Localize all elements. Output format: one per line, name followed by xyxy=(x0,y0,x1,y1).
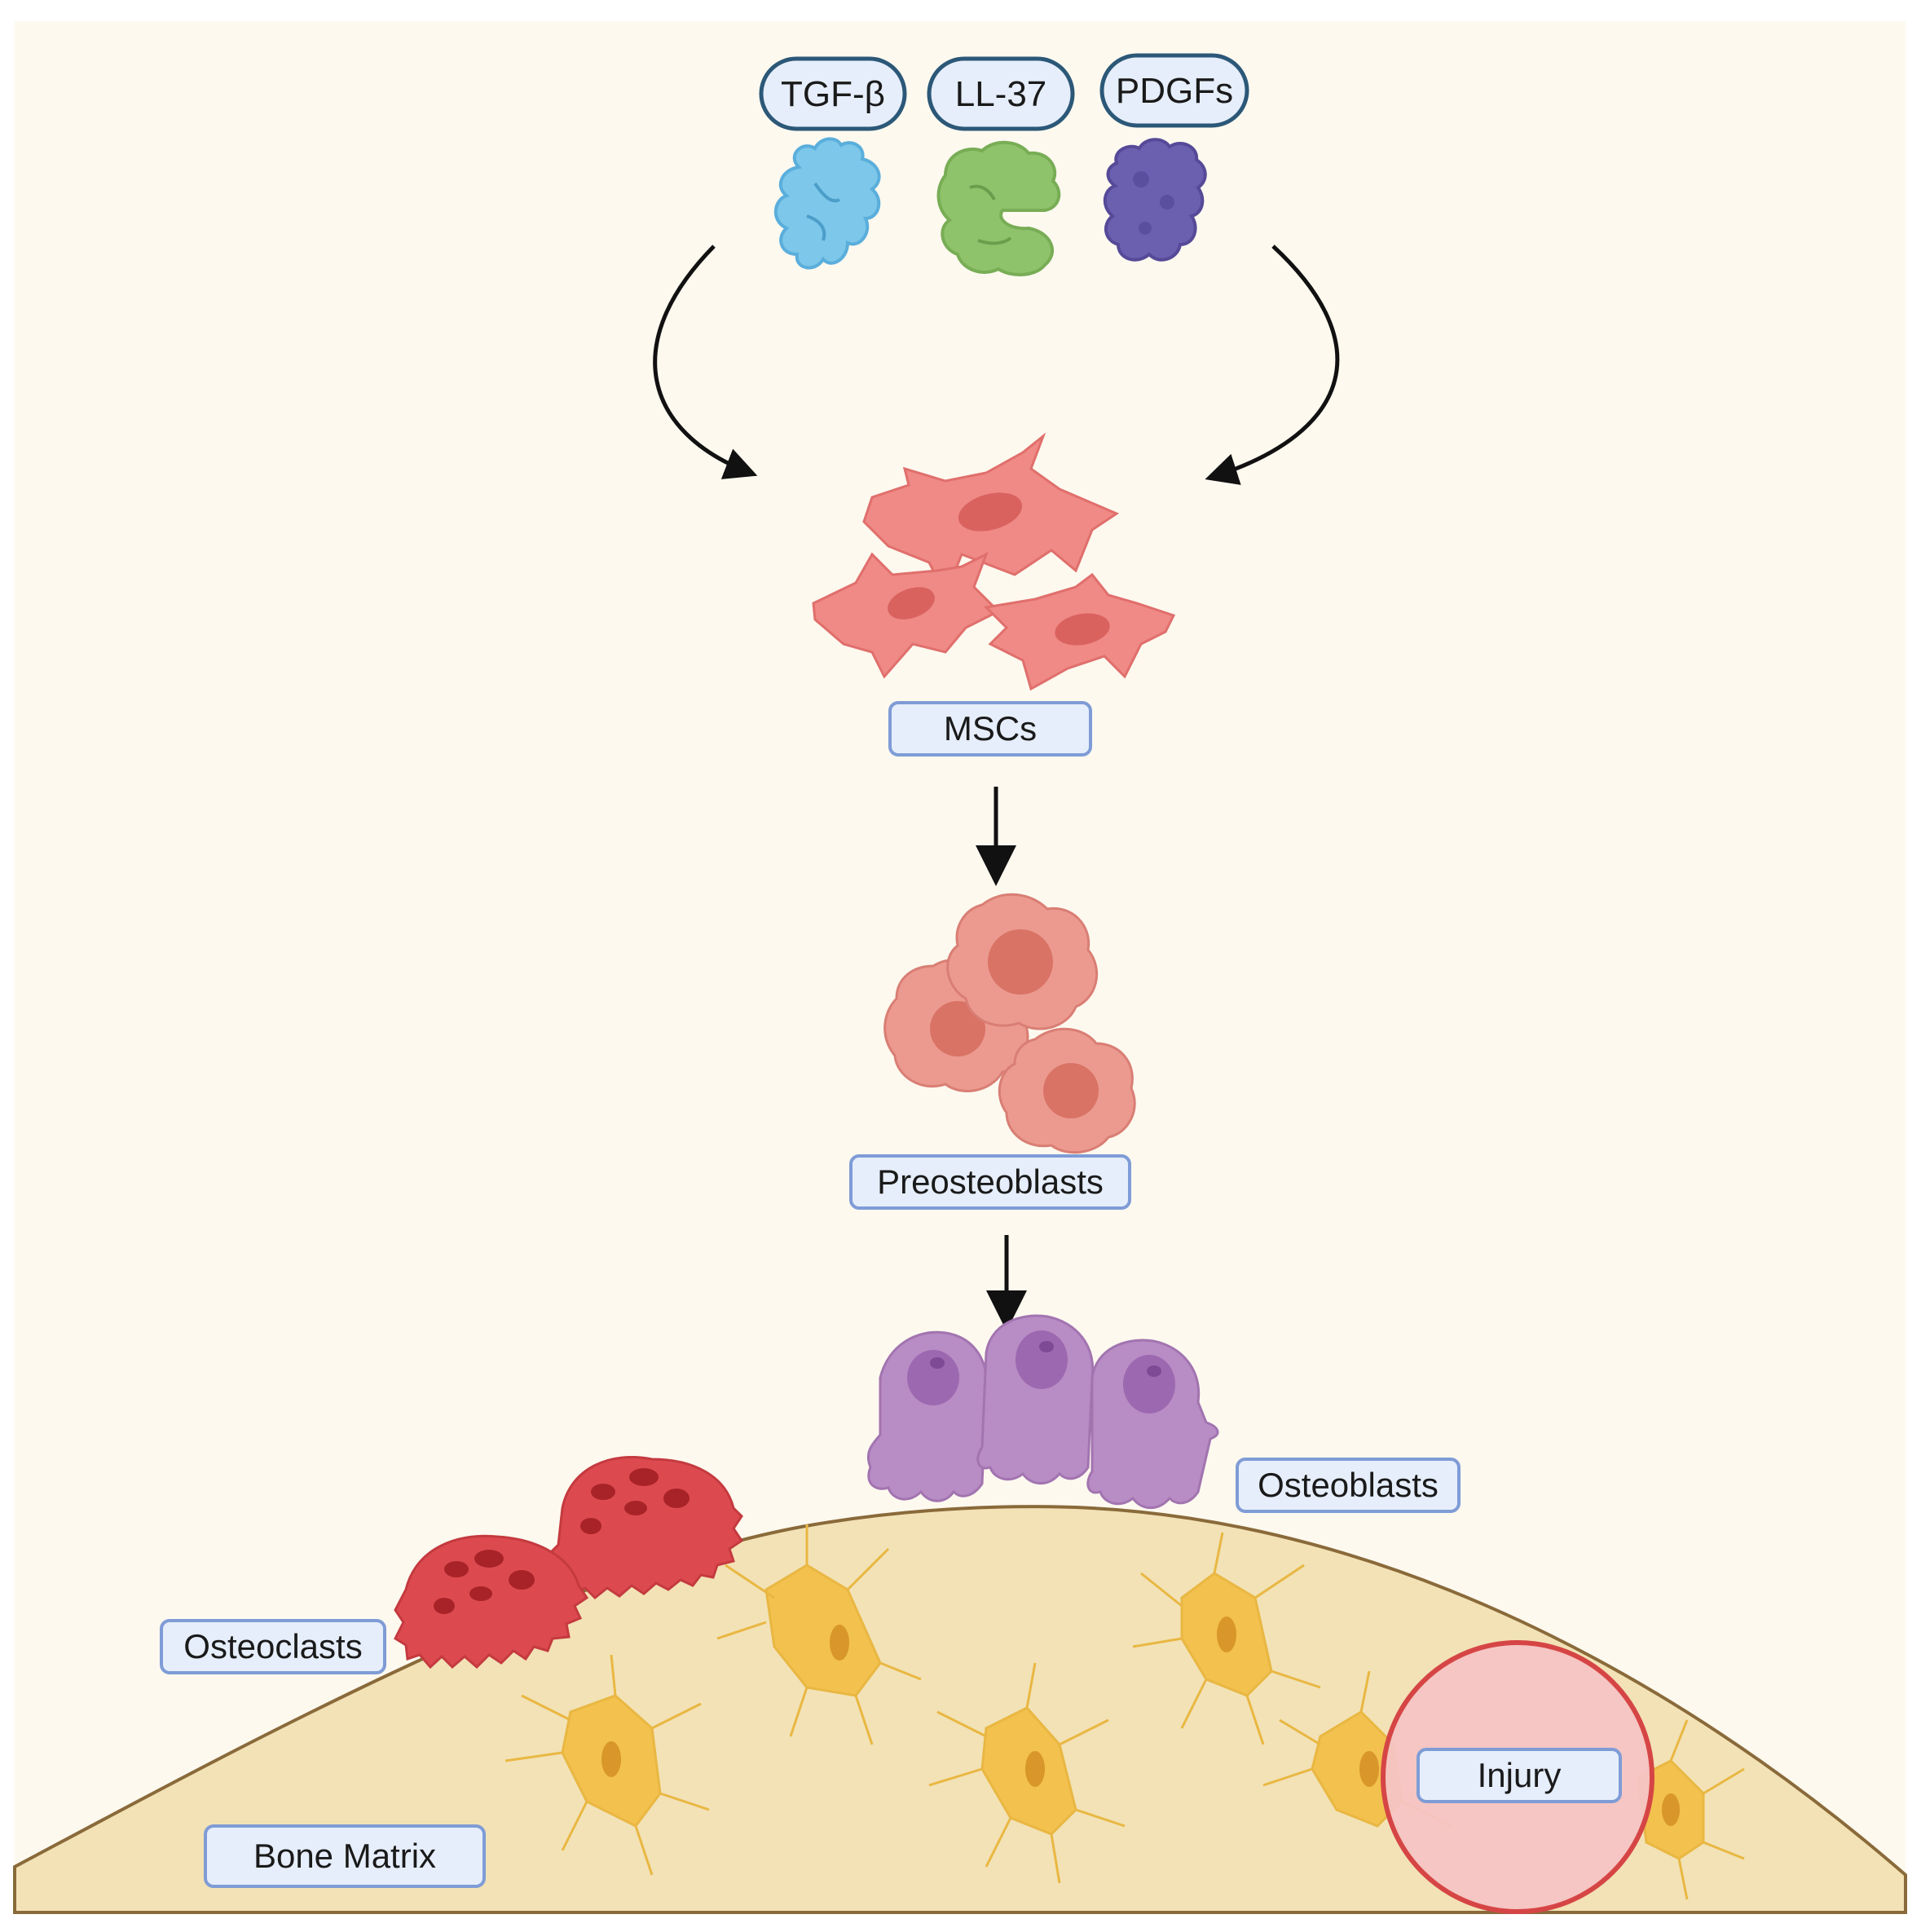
factor-ll-37: LL-37 xyxy=(927,56,1075,131)
osteocyte-cells xyxy=(504,1524,1745,1900)
osteoclast-cell-left xyxy=(394,1534,589,1670)
osteoclasts-cell-cluster xyxy=(394,1456,744,1670)
factor-pdgfs: PDGFs xyxy=(1099,53,1249,128)
pdgfs-protein-icon xyxy=(1103,138,1207,262)
preosteoblasts-cell-cluster xyxy=(883,893,1136,1154)
osteoblasts-label-box: Osteoblasts xyxy=(1236,1458,1461,1513)
osteoblast-cell-3 xyxy=(1086,1339,1219,1510)
osteocyte-2 xyxy=(504,1654,710,1876)
factor-pdgfs-pill xyxy=(1099,53,1249,128)
osteocyte-3 xyxy=(928,1662,1126,1884)
factor-ll-37-pill xyxy=(927,56,1075,131)
arrow-factors-to-mscs-right xyxy=(1205,245,1340,485)
injury-label: Injury xyxy=(1478,1756,1562,1794)
mscs-label: MSCs xyxy=(944,709,1037,748)
tgf-beta-protein-icon xyxy=(773,137,881,270)
factor-pdgfs-label: PDGFs xyxy=(1116,71,1233,111)
preosteoblasts-label: Preosteoblasts xyxy=(877,1162,1104,1201)
bone-matrix-label-box: Bone Matrix xyxy=(204,1824,486,1888)
injury-label-box xyxy=(1417,1748,1622,1803)
factor-tgf-beta-label: TGF-β xyxy=(781,74,885,114)
injury-site: Injury xyxy=(1381,1640,1654,1914)
osteoclasts-label: Osteoclasts xyxy=(183,1627,362,1665)
osteocyte-5 xyxy=(1262,1670,1452,1828)
preosteoblasts-label-box: Preosteoblasts xyxy=(849,1154,1131,1210)
osteocyte-4 xyxy=(1132,1532,1321,1745)
factor-ll-37-label: LL-37 xyxy=(955,74,1047,114)
mscs-cell-cluster xyxy=(812,432,1176,691)
factor-tgf-beta-pill xyxy=(759,56,907,131)
osteocyte-6 xyxy=(1637,1719,1745,1900)
osteoblasts-label: Osteoblasts xyxy=(1258,1466,1439,1504)
bone-matrix-label: Bone Matrix xyxy=(253,1837,436,1875)
mscs-label-box: MSCs xyxy=(888,701,1092,756)
osteoblasts-cell-cluster xyxy=(866,1314,1219,1510)
factor-tgf-beta: TGF-β xyxy=(759,56,907,131)
osteocyte-1 xyxy=(716,1524,922,1745)
arrow-factors-to-mscs-left xyxy=(653,245,758,479)
osteoclasts-label-box: Osteoclasts xyxy=(160,1619,386,1674)
ll-37-protein-icon xyxy=(936,140,1061,276)
